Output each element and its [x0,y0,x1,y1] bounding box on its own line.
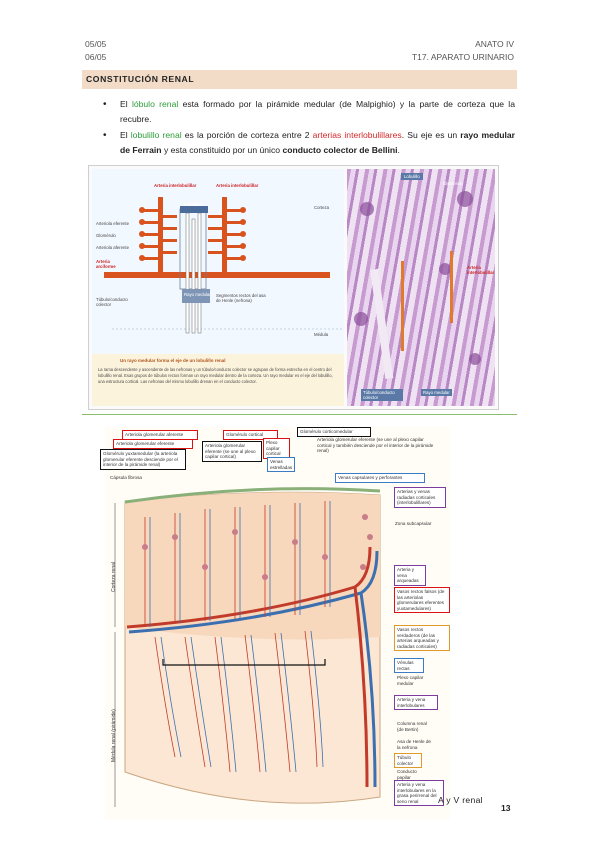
label-glomerulo: Glomérulo [96,233,116,238]
term-arterias-interlobulillares: arterias interlobulillares [312,130,402,140]
label-rayo-medular: Rayo medular [184,292,211,297]
figure1-caption-title: Un rayo medular forma el eje de un lobul… [120,358,226,363]
figure1-caption-text: La rama descendente y ascendente de las … [98,367,333,384]
label-conducto-papilar: Conducto papilar [397,769,417,780]
section-title: CONSTITUCIÓN RENAL [82,70,517,89]
label-arteriola-eferente-corticomedular: Arteriola glomerular eferente (se une al… [317,437,434,454]
lobulillo-diagram-svg [92,169,344,354]
figure1-caption: Un rayo medular forma el eje de un lobul… [92,354,344,406]
term-conducto-bellini: conducto colector de Bellini [282,145,398,155]
label-tubulo-colector-fig2: Túbulo colector [394,753,422,769]
label-arteria-interlobular: Arteria y vena interlobulares [394,695,438,711]
label-glomerulo-cortical: Glomérulo cortical [223,430,278,440]
label-venas-capsulares: Venas capsulares y perforantes [335,473,425,483]
text-fragment: El [120,130,131,140]
label-plexo-capilar-cortical: Plexo capilar cortical [263,438,290,459]
micro-label-glomerulo: Glomérulo [443,181,463,186]
label-lobulillo: Lobulillo [184,202,202,207]
label-zona-subcapsular: Zona subcapsular [395,521,432,526]
micro-label-rayo: Rayo medular [421,389,452,396]
label-arteria-interlobular-seno: Arteria y vena interlobulares en la gras… [394,780,444,807]
label-arterias-radiadas: Arterias y venas radiadas corticales (in… [394,487,446,508]
label-arteria-interlobulillar-left: Arteria interlobulillar [154,183,197,188]
bullet-lobulo: El lóbulo renal esta formado por la pirá… [100,97,515,127]
label-venulas-rectas: Vénulas rectas [394,658,424,674]
label-arteriola-eferente-plexo: Arteriola glomerular eferente (se une al… [202,441,262,462]
text-fragment: . Su eje es un [401,130,461,140]
header-subject: ANATO IV [475,39,514,49]
label-venas-estrelladas: Venas estrelladas [267,457,295,473]
term-lobulillo-renal: lobulillo renal [130,130,182,140]
label-arteria-arciforme: Arteria arciforme [96,259,116,269]
label-arteriola-aferente: Arteriola aferente [96,245,129,250]
bullet-list: El lóbulo renal esta formado por la pirá… [100,97,515,159]
micro-label-tubulo: Túbulo/conducto colector [361,389,403,401]
label-columna-renal: Columna renal (de Bertin) [397,721,427,732]
footer-label: A y V renal [438,795,483,805]
header-date-1: 05/05 [85,39,107,49]
text-fragment: y esta constituido por un único [161,145,283,155]
label-arteria-arqueada: Arteria y vena arqueadas [394,565,426,586]
label-arteria-interlobulillar-right: Arteria interlobulillar [216,183,259,188]
text-fragment: . [397,145,400,155]
text-fragment: El [120,99,132,109]
micro-label-arteria: Arteria interlobulillar [467,265,495,275]
header-dates: 05/05 06/05 [85,38,106,64]
label-corteza: Corteza [314,205,330,210]
header-topic: T17. APARATO URINARIO [411,52,514,62]
header-date-2: 06/05 [85,52,107,62]
section-divider [82,414,517,415]
label-medula-renal: Médula renal (pirámide) [111,709,117,762]
page-number: 13 [501,803,511,813]
bullet-lobulillo: El lobulillo renal es la porción de cort… [100,128,515,158]
label-capsula-fibrosa: Cápsula fibrosa [110,475,142,480]
label-glomerulo-yuxtamedular: Glomérulo yuxtamedular (la arteriola glo… [100,449,186,470]
header-subject-block: ANATO IV T17. APARATO URINARIO [412,38,514,64]
lobulillo-figure: Arteria interlobulillar Arteria interlob… [88,165,499,410]
term-lobulo-renal: lóbulo renal [131,99,179,109]
label-asa-henle: Asa de Henle de la nefrona [397,739,431,750]
text-fragment: esta formado por la pirámide medular (de… [120,99,515,124]
label-arteriola-eferente: Arteriola eferente [96,221,129,226]
label-vasos-rectos-falsos: Vasos rectos falsos (de las arteriolas g… [394,587,450,614]
label-vasos-rectos-verdaderos: Vasos rectos verdaderos (de las arterias… [394,625,450,652]
label-segmentos-rectos: Segmentos rectos del asa de Henle (nefro… [216,293,266,303]
label-arteriola-eferente: Arteriola glomerular eferente [113,439,193,449]
vasculature-svg [114,487,381,807]
micro-label-lobulillo: Lobulillo [401,173,423,180]
term-rayo-medular: rayo medular de Ferrain [120,130,515,155]
micrograph: Lobulillo Glomérulo Arteria interlobulil… [347,169,495,406]
label-medula: Médula [314,332,329,337]
label-glomerulo-corticomedular: Glomérulo corticomedular [297,427,371,437]
label-corteza-renal: Corteza renal [111,561,117,592]
renal-vasculature-figure: Corteza renal Médula renal (pirámide) Ar… [100,427,450,820]
text-fragment: es la porción de corteza entre 2 [181,130,313,140]
micrograph-svg [354,191,481,379]
label-tubulo-colector: Túbulo/conducto colector [96,297,128,307]
label-plexo-capilar-medular: Plexo capilar medular [397,675,424,686]
